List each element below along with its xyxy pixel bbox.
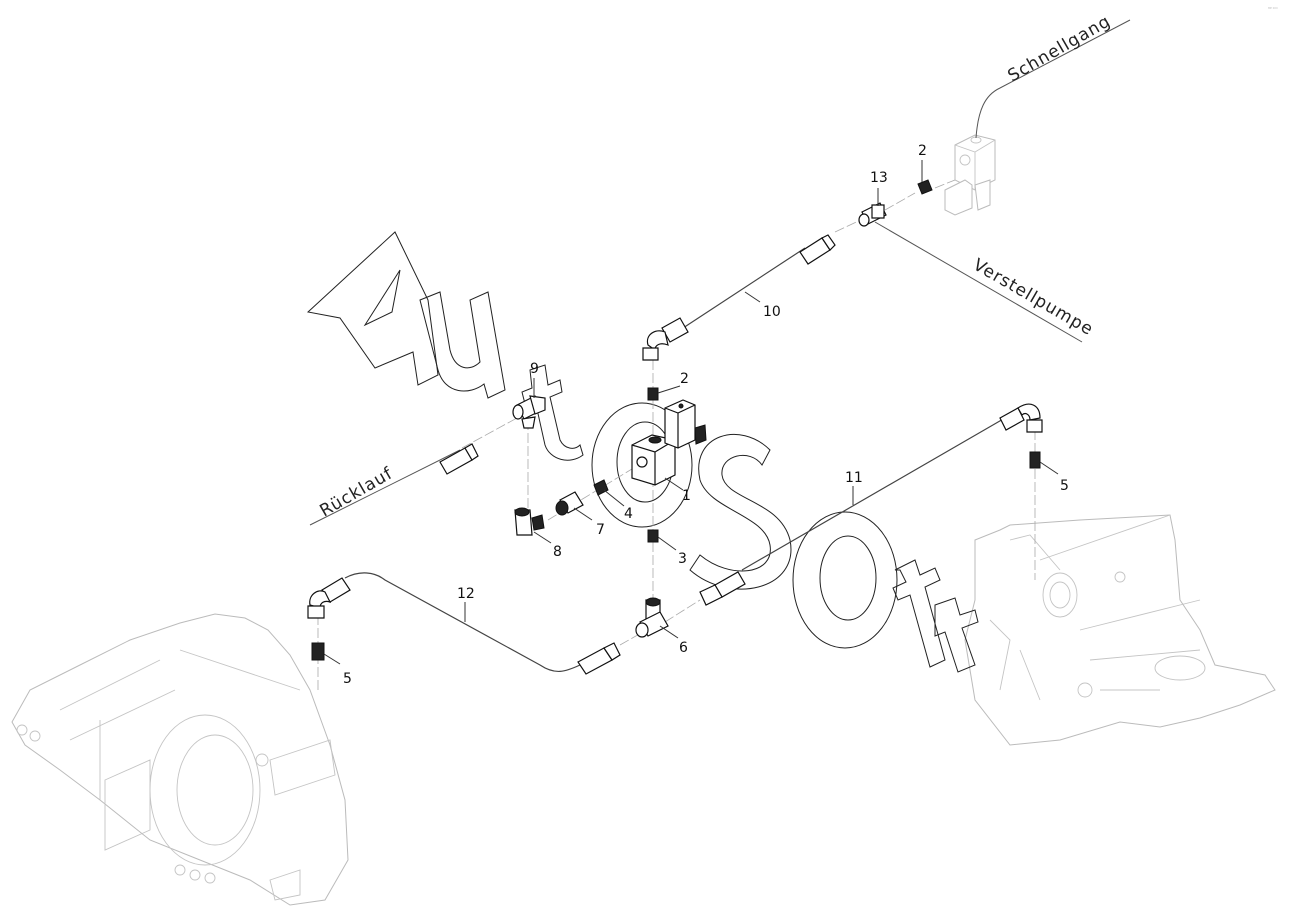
schnellgang-valve	[944, 19, 1131, 216]
callout-4: 4	[624, 506, 633, 522]
callout-5-right: 5	[1060, 478, 1069, 494]
corner-mark: ᵃᴰ ᵒᵒᵒ	[1268, 6, 1278, 11]
callout-2-top: 2	[918, 143, 927, 159]
callout-6: 6	[679, 640, 688, 656]
callout-3: 3	[678, 551, 687, 567]
callout-11: 11	[845, 470, 863, 486]
ruecklauf-line	[309, 449, 461, 526]
verstellpumpe-line	[874, 221, 1083, 343]
fitting-left-housing	[311, 642, 325, 661]
callout-8: 8	[553, 544, 562, 560]
tee-fitting-upper	[512, 395, 546, 429]
watermark	[306, 231, 979, 673]
route-label-ruecklauf: Rücklauf	[317, 464, 397, 522]
fitting-side-valve	[593, 479, 609, 496]
hose-10	[642, 234, 836, 361]
fitting-top-right	[917, 179, 933, 195]
callout-13: 13	[870, 170, 888, 186]
callout-1: 1	[682, 488, 691, 504]
axis-top	[834, 179, 956, 233]
callout-7: 7	[596, 522, 605, 538]
left-axle-housing	[11, 613, 349, 906]
hose-11	[699, 403, 1043, 606]
right-gearbox-housing	[964, 514, 1276, 746]
fitting-above-valve	[647, 387, 659, 401]
callout-9: 9	[530, 361, 539, 377]
adapter-nut	[555, 491, 584, 516]
leader-lines	[323, 160, 1059, 665]
callout-12: 12	[457, 586, 475, 602]
hose-12	[307, 572, 621, 675]
tee-fitting-lower	[635, 597, 669, 638]
fitting-right-housing	[1029, 451, 1041, 469]
elbow-fitting	[514, 507, 545, 536]
tee-fitting-top	[858, 202, 887, 227]
route-label-schnellgang: Schnellgang	[1005, 11, 1115, 86]
callout-5-left: 5	[343, 671, 352, 687]
callout-2-valve: 2	[680, 371, 689, 387]
valve-block	[631, 399, 707, 486]
fitting-below-valve	[647, 529, 659, 543]
ruecklauf-hose-end	[439, 443, 479, 475]
route-label-verstellpumpe: Verstellpumpe	[970, 255, 1097, 340]
axis-tee-hose11	[664, 599, 701, 623]
callout-10: 10	[763, 304, 781, 320]
